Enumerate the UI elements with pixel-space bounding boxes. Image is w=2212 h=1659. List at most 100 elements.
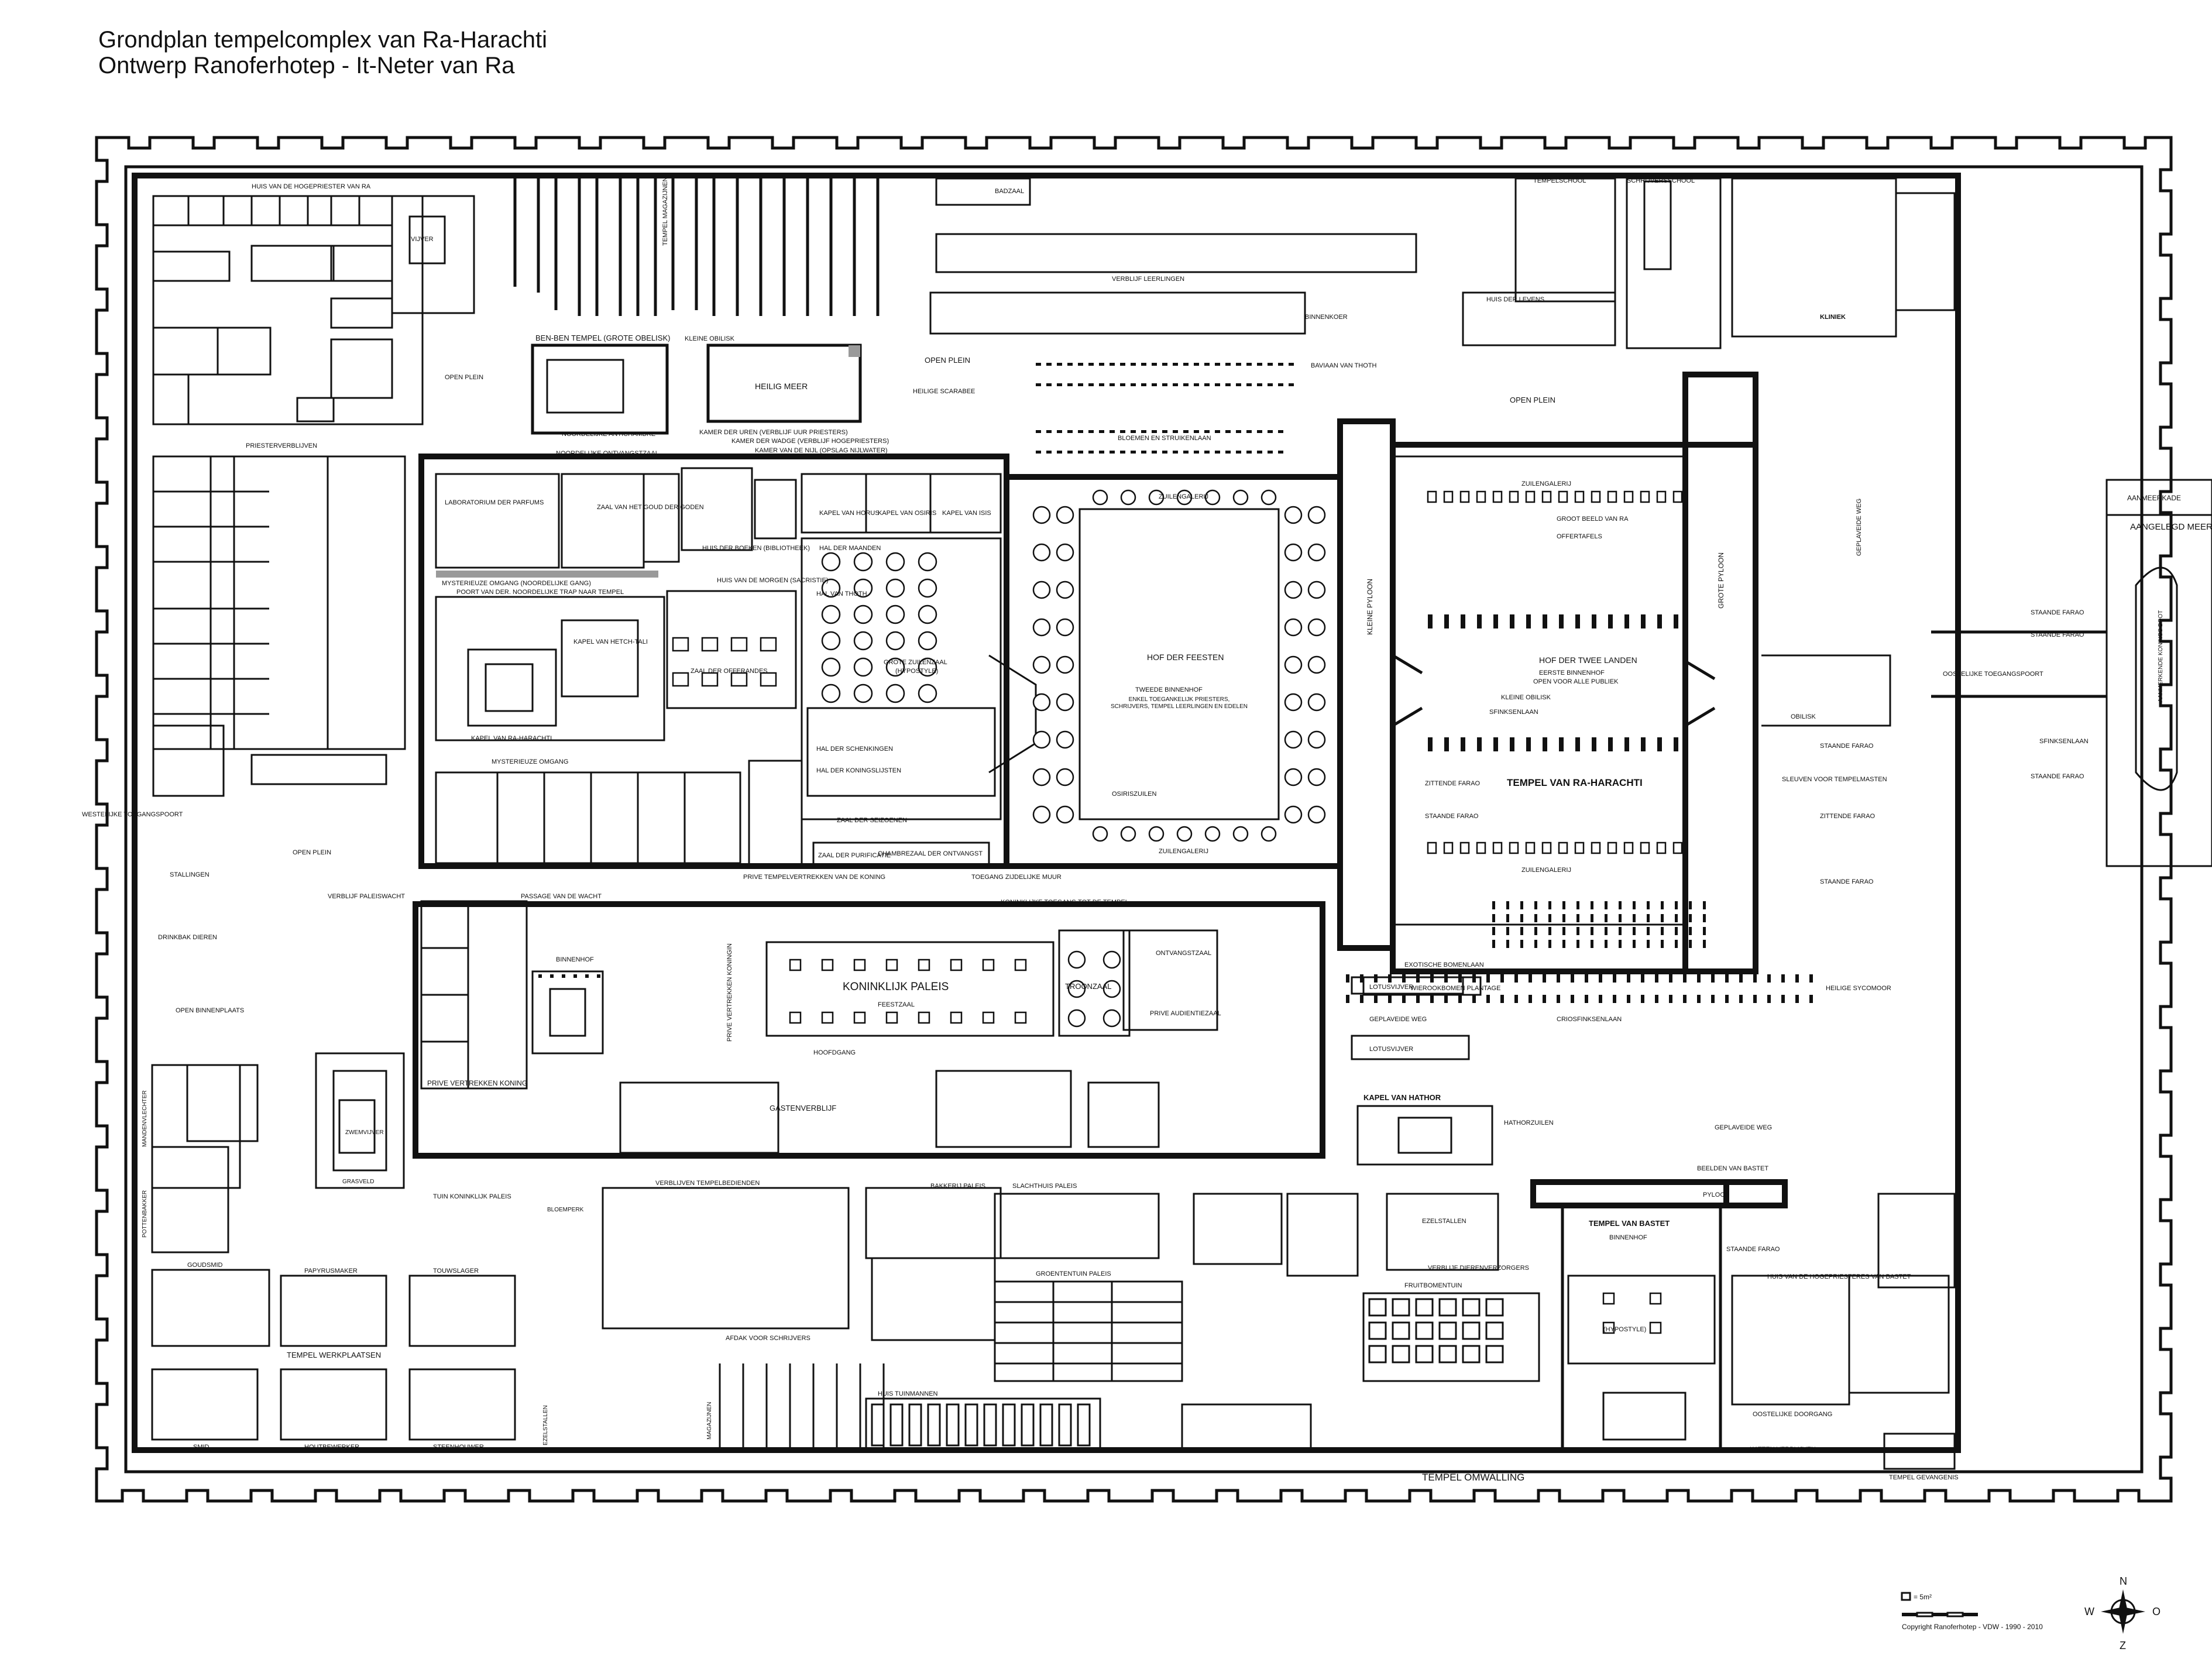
- label-staande-farao-2: STAANDE FARAO: [1820, 878, 1874, 885]
- label-afdak-schrijvers: AFDAK VOOR SCHRIJVERS: [726, 1335, 810, 1342]
- tree: [1506, 927, 1509, 935]
- column: [1284, 618, 1303, 637]
- garden-bed: [871, 1403, 885, 1447]
- column: [918, 683, 937, 703]
- column: [1307, 506, 1326, 524]
- column: [1232, 489, 1249, 506]
- label-huis-morgen: HUIS VAN DE MORGEN (SACRISTIE): [717, 577, 828, 584]
- label-badzaal: BADZAAL: [995, 188, 1024, 195]
- pillar: [1559, 614, 1564, 628]
- sphinx: [1162, 430, 1167, 433]
- label-kapel-hetch: KAPEL VAN HETCH-TALI: [573, 638, 648, 645]
- sanctuary-columns: [672, 552, 937, 703]
- sphinx: [1194, 363, 1199, 366]
- pillar: [1427, 841, 1437, 854]
- pillar: [1602, 1292, 1615, 1305]
- label-hypostyle-bastet: (HYPOSTYLE): [1603, 1326, 1646, 1333]
- pillar: [1427, 490, 1437, 503]
- pillar: [1574, 841, 1585, 854]
- tree: [1520, 927, 1523, 935]
- column: [1284, 655, 1303, 674]
- column: [1176, 826, 1193, 842]
- tree: [1675, 914, 1678, 922]
- column: [1102, 1009, 1121, 1028]
- tree: [1486, 974, 1490, 983]
- column: [1284, 805, 1303, 824]
- label-baviaan: BAVIAAN VAN THOTH: [1311, 362, 1377, 369]
- tree: [1571, 995, 1574, 1003]
- label-oostelijke-doorgang: OOSTELIJKE DOORGANG: [1753, 1411, 1832, 1418]
- label-troonzaal: TROONZAAL: [1065, 982, 1111, 991]
- sphinx: [1173, 451, 1178, 454]
- column: [885, 631, 905, 651]
- tree: [1472, 995, 1476, 1003]
- pillar: [1649, 1321, 1662, 1334]
- pillar: [1526, 737, 1531, 751]
- label-hal-koningslijsten: HAL DER KONINGSLIJSTEN: [816, 767, 901, 774]
- tree: [1360, 995, 1363, 1003]
- pillar: [573, 974, 577, 978]
- tree: [1711, 995, 1715, 1003]
- pillar: [1509, 490, 1519, 503]
- tree: [1514, 995, 1518, 1003]
- column: [1067, 950, 1086, 969]
- label-open-plein-2: OPEN PLEIN: [925, 356, 970, 365]
- pillar: [1525, 490, 1536, 503]
- tree: [1346, 974, 1349, 983]
- sphinx: [1036, 363, 1041, 366]
- high-priest-house: [152, 195, 475, 425]
- sphinx: [1099, 451, 1104, 454]
- sphinx: [1110, 430, 1115, 433]
- harbour: [1931, 479, 2212, 867]
- column: [918, 552, 937, 572]
- sphinx: [1246, 451, 1252, 454]
- label-geplaveide-weg-1: GEPLAVEIDE WEG: [1369, 1016, 1427, 1023]
- label-myst-omgang-2: MYSTERIEUZE OMGANG: [492, 758, 568, 765]
- label-tempelschool: TEMPELSCHOOL: [1533, 177, 1586, 184]
- label-grote-pyloon: GROTE PYLOON: [1717, 552, 1725, 609]
- column: [1056, 768, 1074, 786]
- label-exotische-bomenlaan: EXOTISCHE BOMENLAAN: [1404, 961, 1484, 968]
- priest-quarters: [152, 455, 406, 797]
- column: [1032, 693, 1051, 712]
- label-huis-tuinmannen: HUIS TUINMANNEN: [878, 1390, 938, 1397]
- column: [1284, 693, 1303, 712]
- sphinx: [1246, 430, 1252, 433]
- sphinx: [1099, 363, 1104, 366]
- pillar: [1641, 614, 1646, 628]
- sphinx: [1278, 430, 1283, 433]
- column: [1102, 980, 1121, 998]
- tree: [1669, 974, 1672, 983]
- label-touwslager: TOUWSLAGER: [433, 1268, 479, 1275]
- tree: [1486, 995, 1490, 1003]
- pillar: [1649, 1292, 1662, 1305]
- plantations: [1346, 901, 1813, 1060]
- sphinx: [1088, 451, 1094, 454]
- pillar: [1640, 841, 1650, 854]
- garden-bed: [983, 1403, 997, 1447]
- tree: [1689, 927, 1692, 935]
- label-feestzaal: FEESTZAAL: [878, 1001, 915, 1008]
- tree: [1683, 995, 1687, 1003]
- column: [1148, 489, 1165, 506]
- tree: [1781, 974, 1785, 983]
- garden-bed: [927, 1403, 941, 1447]
- tree: [1430, 995, 1434, 1003]
- compass-south: Z: [2120, 1640, 2126, 1651]
- pillar: [1492, 841, 1503, 854]
- sphinx: [1110, 363, 1115, 366]
- sphinx: [1215, 451, 1220, 454]
- ben-ben-temple: [531, 344, 862, 435]
- column: [853, 683, 873, 703]
- label-purificatie: ZAAL DER PURIFICATIE: [818, 852, 891, 859]
- sphinx: [1183, 363, 1189, 366]
- pillar: [1623, 841, 1634, 854]
- column: [1204, 489, 1221, 506]
- label-groententuin: GROENTENTUIN PALEIS: [1036, 1270, 1111, 1277]
- tree: [1585, 974, 1588, 983]
- scale-note: = 5m²: [1914, 1593, 1932, 1601]
- tree: [1641, 974, 1644, 983]
- label-chambre: CHAMBRE: [878, 850, 910, 857]
- sphinx: [1225, 363, 1231, 366]
- enclosure-wall: [95, 136, 2173, 1503]
